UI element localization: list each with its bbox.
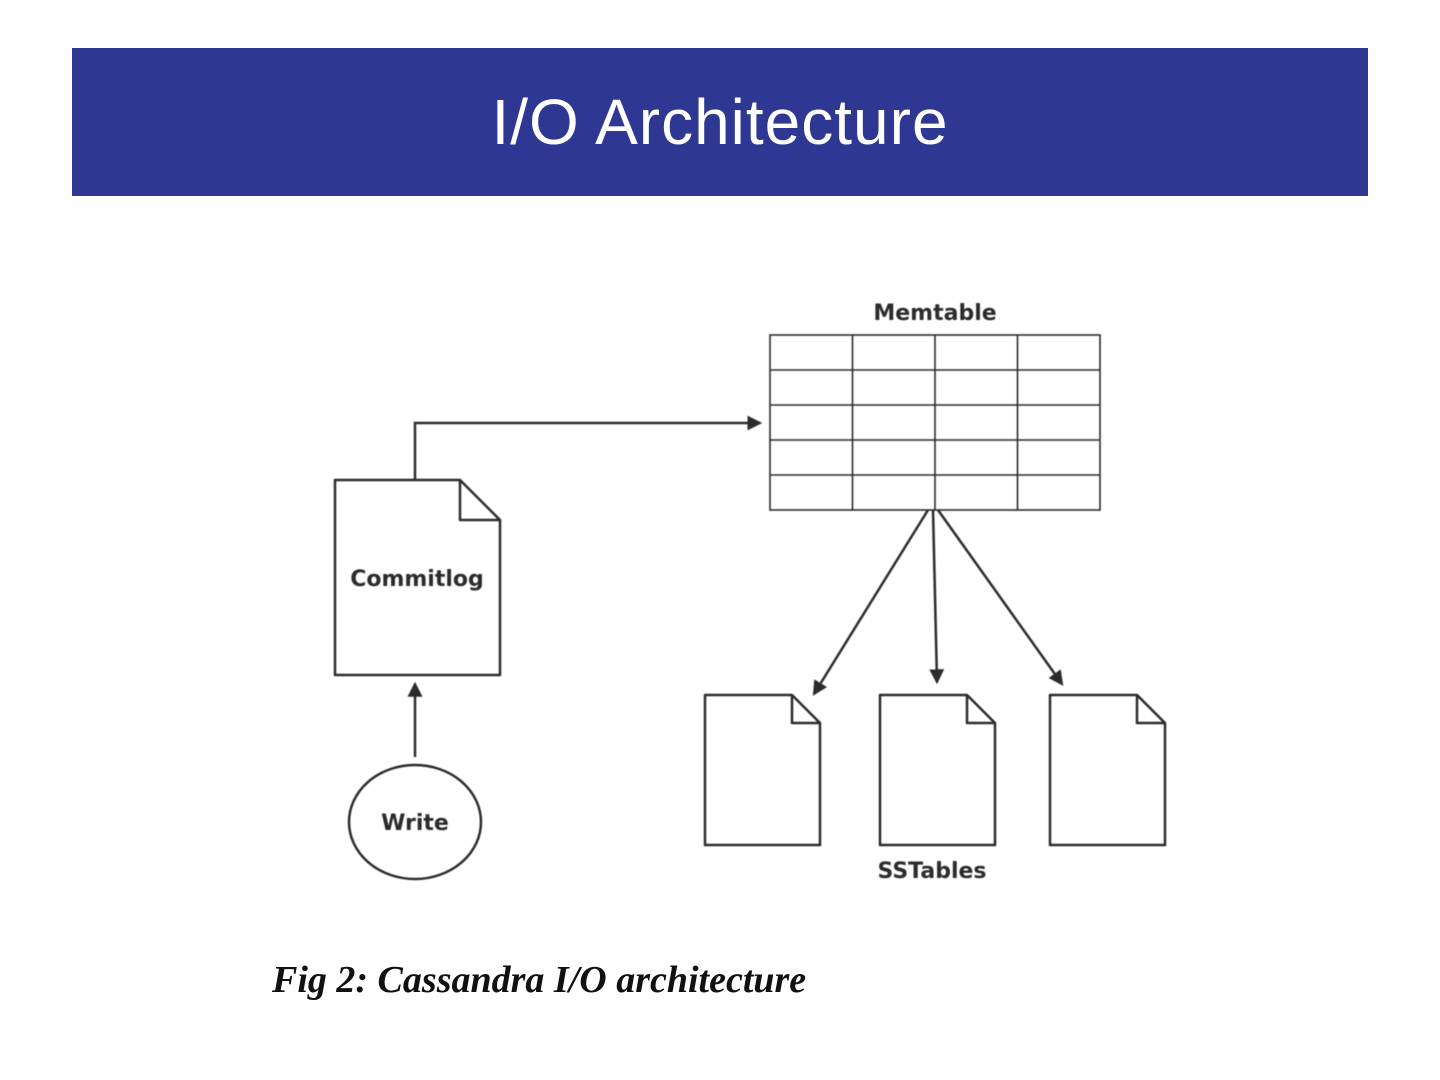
memtable-label: Memtable (873, 301, 996, 326)
sstables-label: SSTables (877, 859, 986, 884)
slide-title: I/O Architecture (491, 86, 949, 158)
commitlog-to-memtable-arrow (413, 415, 763, 480)
sstable-document-left (703, 693, 822, 847)
memtable-to-sstable-arrow-middle (929, 509, 945, 685)
memtable-grid (769, 334, 1101, 511)
write-circle: Write (347, 763, 483, 881)
figure-caption: Fig 2: Cassandra I/O architecture (272, 959, 807, 1001)
sstable-document-middle (878, 693, 997, 847)
commitlog-document: Commitlog (333, 478, 502, 677)
memtable-to-sstable-arrow-left (812, 509, 930, 696)
io-architecture-diagram: Memtable Commitlog Write (333, 301, 1167, 884)
memtable-to-sstable-arrow-right (936, 509, 1064, 686)
title-banner: I/O Architecture (72, 48, 1368, 196)
commitlog-label: Commitlog (350, 567, 484, 592)
write-label: Write (381, 811, 449, 836)
sstable-document-right (1048, 693, 1167, 847)
